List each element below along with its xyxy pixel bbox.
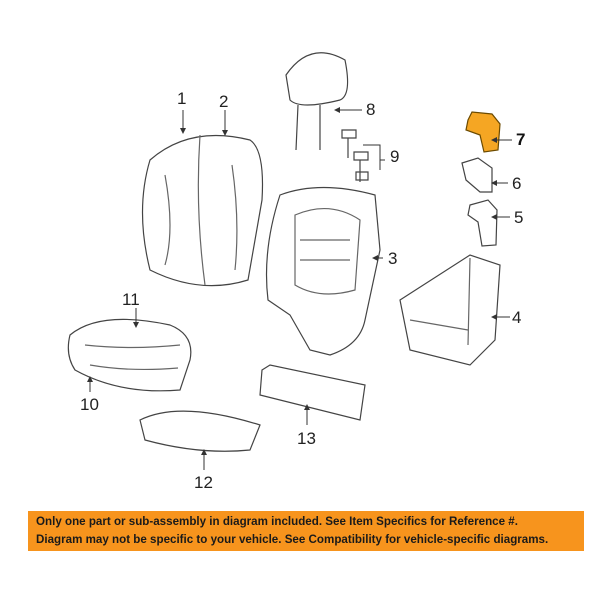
callout-5: 5 [514, 208, 524, 227]
disclaimer-line-1: Only one part or sub-assembly in diagram… [36, 515, 518, 528]
part-seat-pan [259, 364, 366, 421]
part-seat-back-cover [141, 134, 264, 287]
part-bracket-5 [467, 199, 498, 247]
part-bracket-6 [461, 157, 493, 193]
part-7-highlighted [465, 111, 501, 153]
part-trim-panel [399, 254, 501, 366]
callout-3: 3 [388, 249, 398, 268]
callout-4: 4 [512, 308, 522, 327]
callout-2: 2 [219, 92, 229, 111]
disclaimer-line-2: Diagram may not be specific to your vehi… [36, 533, 549, 546]
callout-8: 8 [366, 100, 376, 119]
part-headrest-guides [341, 129, 369, 182]
disclaimer-banner: Only one part or sub-assembly in diagram… [28, 511, 584, 551]
callout-6: 6 [512, 174, 522, 193]
callout-13: 13 [297, 429, 316, 448]
part-seat-back-frame [265, 186, 381, 356]
callout-11: 11 [122, 290, 140, 309]
part-headrest [285, 52, 349, 106]
callout-10: 10 [80, 395, 99, 414]
callout-9: 9 [390, 147, 400, 166]
part-seat-cushion-cover [67, 318, 192, 392]
callout-7: 7 [516, 130, 526, 149]
callout-12: 12 [194, 473, 213, 492]
callout-1: 1 [177, 89, 187, 108]
part-seat-cushion-pad [139, 410, 261, 452]
